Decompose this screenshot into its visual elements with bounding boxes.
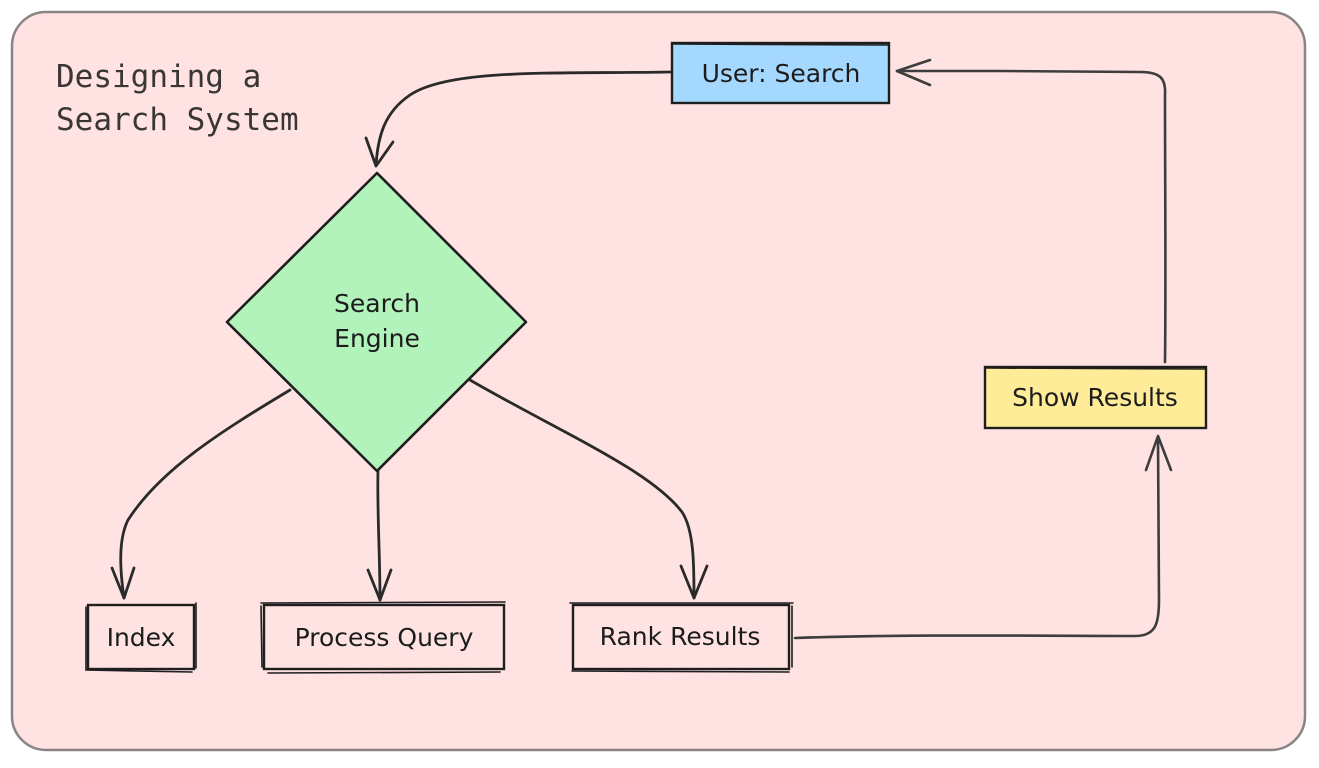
diagram-title-line-2: Search System xyxy=(56,102,299,138)
edge-show-results-to-user xyxy=(895,58,1167,364)
node-rank-results-label: Rank Results xyxy=(600,622,761,651)
node-search-engine-label-line-1: Search xyxy=(334,289,420,318)
edge-engine-to-index xyxy=(110,388,292,600)
node-user-search[interactable]: User: Search xyxy=(670,41,891,105)
node-process-query[interactable]: Process Query xyxy=(260,601,506,674)
node-process-query-label: Process Query xyxy=(295,623,474,652)
diagram-title-line-1: Designing a xyxy=(56,59,261,95)
node-search-engine[interactable]: Search Engine xyxy=(225,171,528,473)
node-rank-results[interactable]: Rank Results xyxy=(569,602,794,673)
edge-user-to-engine xyxy=(364,70,672,168)
node-user-search-label: User: Search xyxy=(702,59,861,88)
edge-engine-to-process-query xyxy=(366,468,393,602)
node-show-results[interactable]: Show Results xyxy=(983,365,1208,430)
node-show-results-label: Show Results xyxy=(1012,383,1178,412)
node-search-engine-label-line-2: Engine xyxy=(334,324,420,353)
node-index[interactable]: Index xyxy=(85,602,197,673)
node-index-label: Index xyxy=(107,623,176,652)
edge-engine-to-rank-results xyxy=(468,378,709,600)
background-frame xyxy=(10,10,1307,752)
edge-rank-to-show-results xyxy=(793,434,1173,640)
